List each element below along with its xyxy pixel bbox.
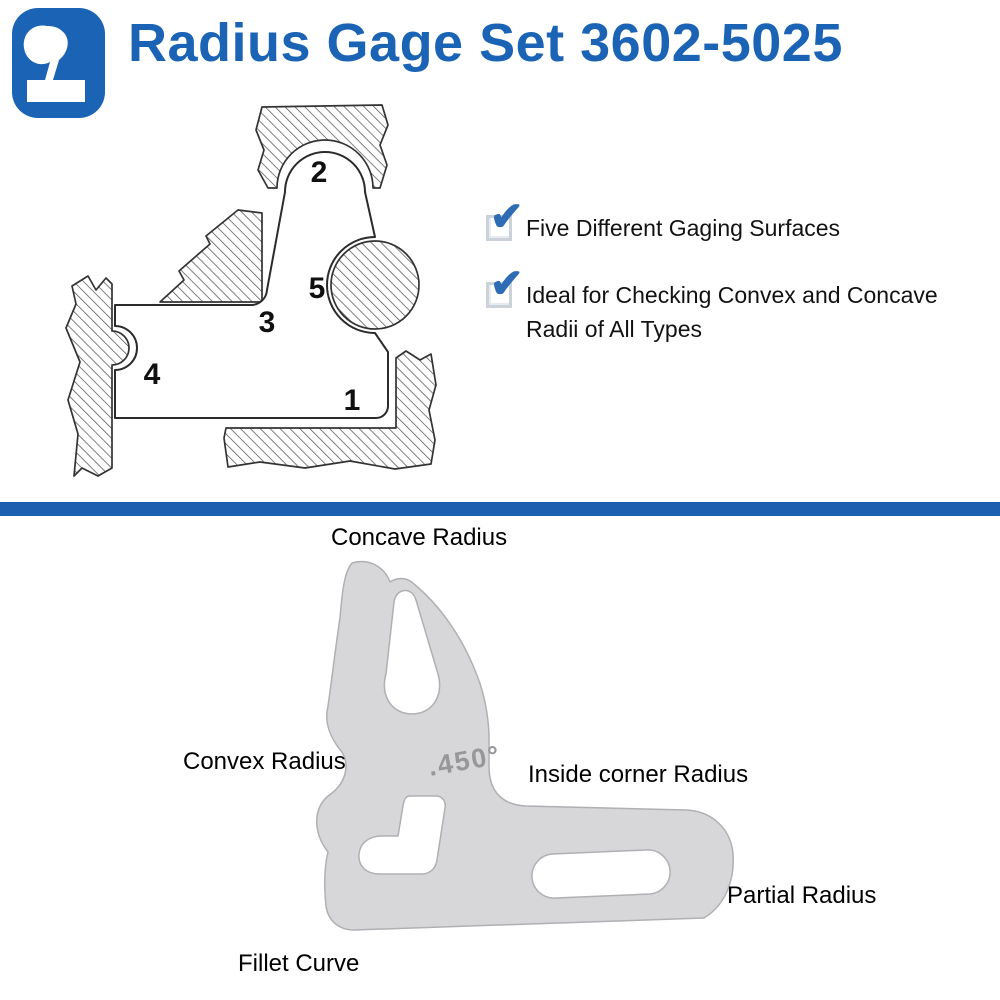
- feature-text: Ideal for Checking Convex and Concave Ra…: [526, 282, 938, 342]
- workpiece-left-strip: [65, 275, 130, 477]
- feature-item: ✔ Five Different Gaging Surfaces: [486, 197, 991, 245]
- gaging-surfaces-diagram: 2 5 3 4 1: [65, 104, 437, 477]
- feature-list: ✔ Five Different Gaging Surfaces ✔ Ideal…: [486, 197, 991, 346]
- gage-illustration: .450°: [316, 560, 734, 931]
- surface-number-2: 2: [311, 156, 328, 189]
- brand-logo: [12, 8, 105, 118]
- surface-number-5: 5: [309, 272, 326, 305]
- check-icon: ✔: [490, 262, 524, 307]
- checkbox-icon: ✔: [486, 264, 524, 309]
- feature-text: Five Different Gaging Surfaces: [526, 215, 841, 241]
- gage-profile: [114, 151, 389, 419]
- gage-body: [316, 560, 734, 931]
- workpiece-corner-block: [223, 350, 437, 470]
- section-divider: [0, 502, 1000, 516]
- surface-number-3: 3: [259, 306, 276, 339]
- workpiece-top-block: [255, 104, 389, 189]
- checkbox-icon: ✔: [486, 197, 524, 241]
- feature-item: ✔ Ideal for Checking Convex and Concave …: [486, 264, 991, 346]
- surface-number-1: 1: [344, 384, 361, 417]
- page-title: Radius Gage Set 3602-5025: [128, 13, 843, 73]
- surface-number-4: 4: [144, 358, 161, 391]
- workpiece-round-bar: [330, 240, 420, 330]
- brand-logo-icon: [23, 25, 85, 102]
- workpiece-triangle-block: [159, 209, 263, 303]
- check-icon: ✔: [490, 195, 524, 239]
